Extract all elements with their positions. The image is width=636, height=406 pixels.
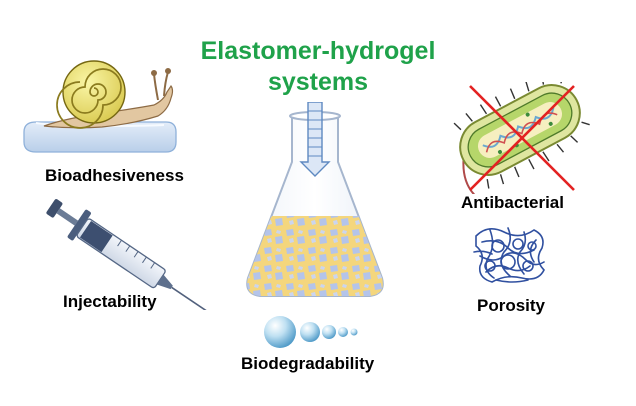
title-line-2: systems <box>267 68 369 96</box>
snail-icon <box>23 60 177 153</box>
syringe-icon <box>46 199 214 310</box>
label-porosity: Porosity <box>477 296 546 315</box>
title-line-1: Elastomer-hydrogel <box>200 37 436 65</box>
flask-with-gel-icon <box>246 102 384 297</box>
label-biodegradability: Biodegradability <box>241 354 375 373</box>
label-antibacterial: Antibacterial <box>461 193 564 212</box>
porous-mesh-icon <box>473 227 545 283</box>
crossed-bacterium-icon <box>453 82 590 194</box>
diagram-title: Elastomer-hydrogel systems <box>178 36 458 98</box>
bubbles-icon <box>264 316 358 348</box>
label-injectability: Injectability <box>63 292 157 311</box>
label-bioadhesiveness: Bioadhesiveness <box>45 166 184 185</box>
